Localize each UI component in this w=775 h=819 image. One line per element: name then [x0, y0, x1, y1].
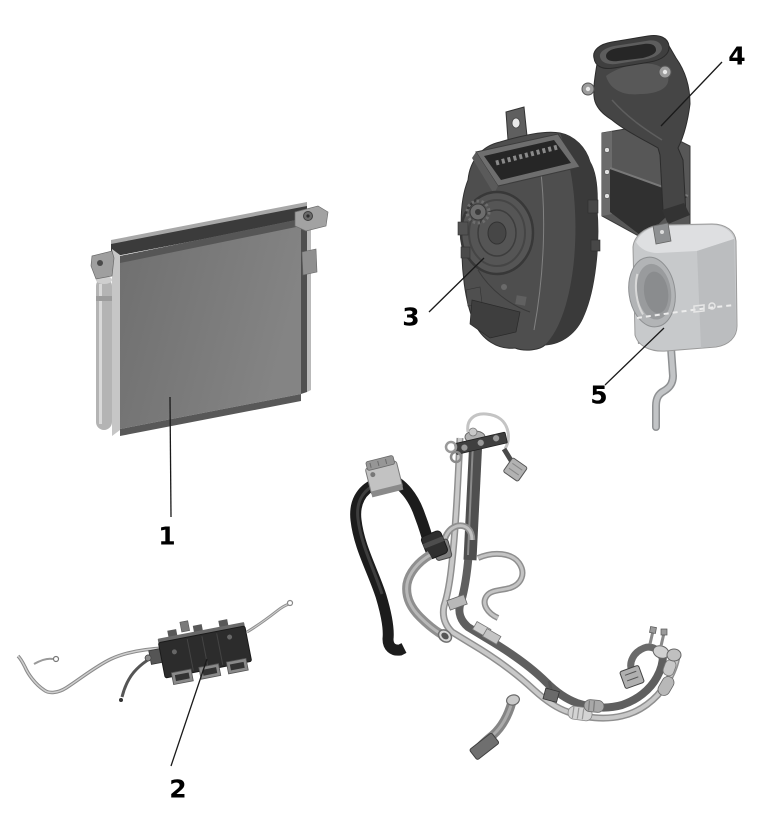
leader-line-2 — [170, 658, 208, 767]
blower-foot — [469, 299, 521, 339]
line-bracket — [454, 431, 508, 455]
condenser-illustration — [90, 202, 329, 436]
callout-label-4: 4 — [728, 41, 746, 71]
blower-housing-illustration — [457, 106, 601, 351]
leader-line-4 — [660, 61, 723, 127]
heater-valve — [365, 455, 404, 498]
leader-line-3 — [428, 257, 485, 313]
condenser-side-tank — [112, 249, 120, 436]
condenser-top-rail — [111, 206, 307, 257]
wire-terminal — [52, 655, 60, 663]
pipe-clamp — [446, 594, 468, 611]
callout-label-3: 3 — [402, 302, 420, 332]
cover-housing-illustration — [628, 222, 738, 431]
hose-assembly-illustration — [350, 412, 682, 760]
cover-opening — [628, 256, 676, 328]
callout-label-2: 2 — [169, 774, 187, 804]
condenser-bottom-rail — [120, 394, 301, 436]
ac-line-dark — [455, 439, 667, 712]
callout-label-5: 5 — [590, 380, 608, 410]
hose-mouth — [505, 694, 521, 706]
hose-coupling — [657, 676, 675, 696]
control-module-box — [144, 619, 252, 686]
block-fitting — [619, 665, 645, 689]
leader-line-5 — [604, 327, 665, 386]
pipe-bracket — [542, 687, 560, 703]
line-pad-fitting — [503, 457, 528, 482]
heater-hose-black — [350, 478, 407, 656]
blower-motor-gear — [465, 199, 491, 225]
condenser-bracket-left — [90, 250, 115, 280]
condenser-core — [120, 219, 301, 429]
pipe-clip — [482, 627, 502, 645]
leader-lines — [169, 61, 723, 767]
control-module-illustration — [16, 599, 294, 702]
hose-end-cap — [469, 732, 500, 760]
condenser-side-tab — [301, 248, 318, 276]
leader-line-1 — [169, 396, 172, 518]
air-duct-illustration — [581, 35, 691, 241]
callout-label-1: 1 — [158, 521, 176, 551]
